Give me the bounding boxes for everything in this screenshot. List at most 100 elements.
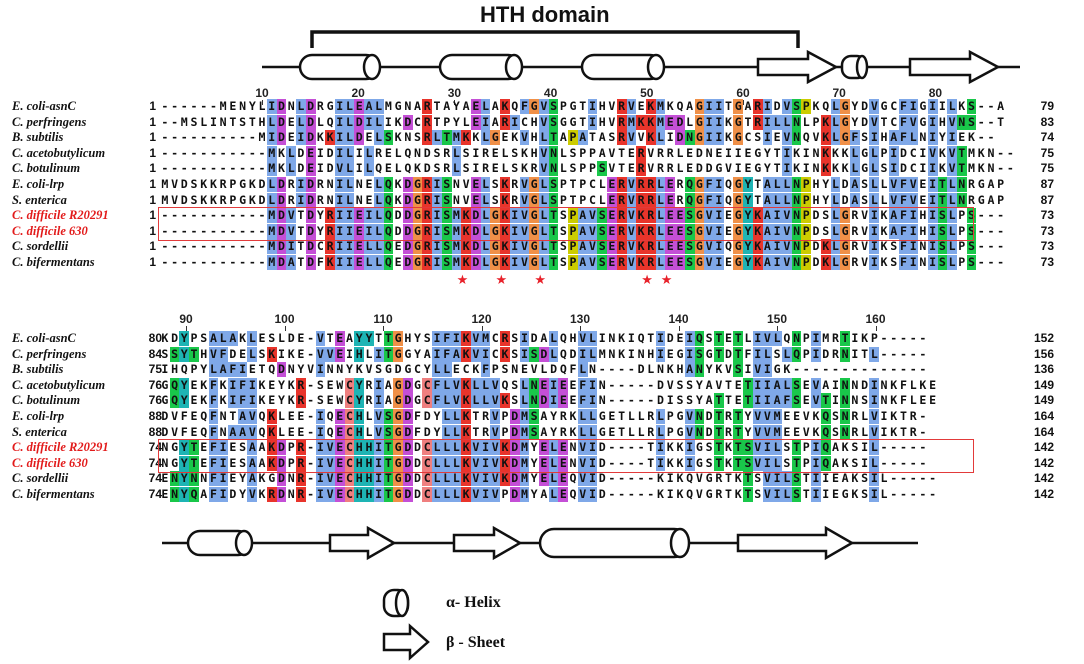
residue: F (577, 377, 588, 393)
residue: K (161, 331, 169, 345)
residue: L (539, 255, 549, 270)
residue: C (422, 393, 433, 409)
residue: T (618, 409, 626, 423)
residue: L (587, 409, 598, 424)
residue: S (190, 192, 198, 207)
residue: D (861, 377, 869, 392)
residue: G (694, 223, 705, 239)
residue: D (402, 487, 413, 502)
residue: C (414, 362, 422, 377)
residue: D (509, 409, 520, 424)
residue: E (334, 471, 345, 487)
residue: K (676, 471, 684, 486)
residue: - (890, 440, 898, 455)
residue: K (831, 145, 839, 160)
residue: - (627, 487, 635, 501)
residue: P (568, 223, 578, 239)
residue: F (208, 440, 219, 456)
residue: K (841, 161, 849, 176)
residue: - (190, 161, 198, 176)
residue: M (266, 223, 277, 239)
residue: L (772, 192, 782, 208)
residue: E (354, 255, 365, 270)
residue: E (919, 177, 927, 191)
residue: V (647, 145, 655, 160)
residue: K (645, 130, 656, 146)
residue: G (694, 114, 705, 130)
residue: E (569, 393, 577, 408)
residue: L (451, 471, 462, 487)
residue: I (344, 239, 355, 255)
residue: R (909, 409, 917, 423)
residue: Q (326, 409, 334, 423)
residue: E (334, 424, 345, 440)
residue: - (190, 130, 198, 145)
residue: S (559, 208, 567, 223)
residue: Y (277, 393, 285, 408)
residue: H (364, 455, 374, 471)
residue: S (433, 161, 441, 176)
residue: L (577, 424, 588, 440)
residue: K (200, 192, 208, 207)
residue: T (383, 471, 394, 487)
residue: T (937, 177, 948, 192)
residue: E (558, 455, 569, 471)
residue: L (364, 255, 374, 270)
residue: P (568, 208, 578, 224)
residue: T (472, 409, 480, 423)
residue: L (501, 145, 509, 160)
residue: I (587, 393, 598, 409)
residue: M (626, 114, 637, 130)
residue: G (676, 409, 684, 423)
residue: G (733, 192, 744, 208)
residue: N (219, 114, 227, 129)
residue: K (316, 130, 324, 145)
residue: R (296, 393, 306, 409)
residue: K (666, 455, 674, 470)
ruler-tick-mark (875, 326, 877, 331)
residue: E (326, 377, 334, 392)
residue: I (822, 487, 830, 501)
residue: N (287, 487, 295, 501)
residue: E (354, 99, 365, 114)
residue: E (365, 192, 373, 207)
residue: K (287, 377, 295, 392)
residue: K (325, 255, 335, 270)
residue: S (239, 455, 247, 470)
residue: A (686, 99, 694, 113)
residue: S (684, 208, 695, 224)
residue: T (899, 409, 907, 423)
residue: K (812, 424, 820, 439)
residue: D (509, 471, 520, 487)
residue: S (880, 161, 888, 176)
start-position: 84 (148, 346, 162, 361)
residue: M (519, 440, 530, 456)
residue: S (966, 223, 977, 239)
residue: L (344, 145, 355, 161)
residue: I (334, 208, 345, 224)
residue: P (958, 208, 966, 223)
residue: I (908, 239, 919, 255)
residue: E (675, 239, 685, 255)
start-position: 76 (148, 393, 162, 408)
residue: T (754, 192, 762, 207)
residue: K (258, 487, 266, 501)
residue: - (219, 130, 227, 145)
residue: F (898, 130, 909, 146)
residue: N (637, 346, 645, 361)
residue: T (189, 346, 199, 362)
residue: K (461, 223, 471, 239)
residue: C (909, 145, 917, 160)
residue: N (694, 424, 705, 440)
residue: Q (820, 424, 831, 440)
residue: S (861, 192, 869, 207)
residue: E (725, 223, 733, 238)
residue: V (315, 346, 326, 362)
residue: M (266, 208, 277, 224)
residue: K (500, 192, 510, 208)
